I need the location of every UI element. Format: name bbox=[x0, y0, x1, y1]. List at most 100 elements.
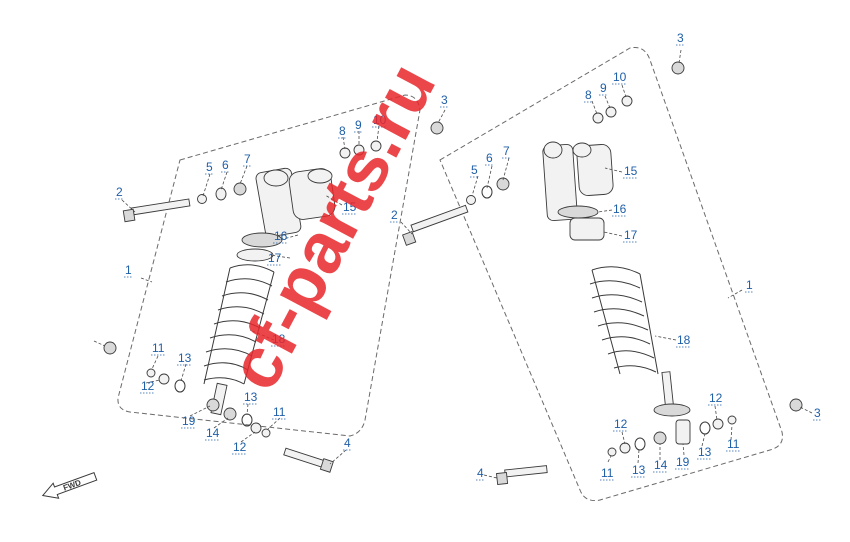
right-callout-7: 7 bbox=[502, 144, 510, 159]
right-callout-13: 13 bbox=[697, 445, 712, 460]
right-bolt-2 bbox=[402, 204, 469, 246]
right-callout-number: 18 bbox=[677, 333, 691, 347]
left-callout-12: 12 bbox=[232, 440, 247, 455]
left-washer-5 bbox=[197, 194, 207, 204]
left-callout-number: 18 bbox=[272, 332, 286, 346]
right-callout-number: 1 bbox=[746, 278, 753, 292]
right-callout-9: 9 bbox=[599, 81, 607, 96]
left-nut-3-upper bbox=[430, 121, 444, 135]
left-callout-11: 11 bbox=[272, 405, 287, 420]
left-callout-9: 9 bbox=[354, 118, 362, 133]
right-washer-5 bbox=[466, 195, 476, 205]
left-callout-16: 16 bbox=[273, 229, 288, 244]
left-callout-number: 1 bbox=[125, 263, 132, 277]
left-nut-3-lower bbox=[103, 341, 117, 355]
right-callout-number: 2 bbox=[391, 208, 398, 222]
right-oring-13b bbox=[699, 421, 711, 435]
left-callout-number: 12 bbox=[233, 440, 247, 454]
left-collar-10 bbox=[370, 140, 382, 152]
right-assembly-frame bbox=[439, 47, 783, 501]
right-callout-5: 5 bbox=[470, 163, 478, 178]
right-callout-6: 6 bbox=[485, 151, 493, 166]
right-callout-number: 12 bbox=[709, 391, 723, 405]
left-collar-11b bbox=[261, 428, 271, 438]
left-lower-eye bbox=[206, 398, 220, 412]
right-lower-eye bbox=[675, 419, 691, 445]
left-callout-15: 15 bbox=[342, 200, 357, 215]
left-callout-number: 9 bbox=[355, 118, 362, 132]
right-callout-14: 14 bbox=[653, 458, 668, 473]
right-seal-12a bbox=[619, 442, 631, 454]
right-callout-number: 11 bbox=[601, 466, 614, 480]
right-callout-12: 12 bbox=[708, 391, 723, 406]
left-callout-number: 14 bbox=[206, 426, 220, 440]
left-oring-6 bbox=[215, 187, 227, 201]
right-nut-7 bbox=[496, 177, 510, 191]
right-callout-number: 3 bbox=[814, 406, 821, 420]
left-callout-number: 8 bbox=[339, 124, 346, 138]
right-callout-number: 13 bbox=[698, 445, 712, 459]
left-callout-18: 18 bbox=[271, 332, 286, 347]
right-callout-number: 5 bbox=[471, 163, 478, 177]
left-callout-number: 13 bbox=[244, 390, 258, 404]
left-assembly-frame bbox=[117, 94, 421, 437]
right-callout-18: 18 bbox=[676, 333, 691, 348]
left-callout-5: 5 bbox=[205, 160, 213, 175]
left-callout-13: 13 bbox=[177, 351, 192, 366]
right-oring-9 bbox=[605, 106, 617, 118]
right-bearing-14 bbox=[653, 431, 667, 445]
right-callout-17: 17 bbox=[623, 228, 638, 243]
left-shock-upper-body bbox=[255, 167, 336, 238]
left-assembly bbox=[93, 94, 446, 473]
right-collar-11b bbox=[727, 415, 737, 425]
right-callout-11: 11 bbox=[600, 466, 615, 481]
right-spring-retainer bbox=[653, 403, 691, 417]
left-callout-2: 2 bbox=[115, 185, 123, 200]
left-oring-13b bbox=[241, 413, 253, 427]
right-callout-number: 16 bbox=[613, 202, 627, 216]
left-bolt-2 bbox=[122, 198, 191, 223]
left-callout-19: 19 bbox=[181, 414, 196, 429]
right-oring-8 bbox=[592, 112, 604, 124]
left-callout-number: 11 bbox=[273, 405, 286, 419]
right-callout-number: 8 bbox=[585, 88, 592, 102]
left-callout-number: 10 bbox=[373, 113, 387, 127]
left-callout-11: 11 bbox=[151, 341, 166, 356]
left-oring-9 bbox=[353, 144, 365, 156]
left-callout-4: 4 bbox=[343, 436, 351, 451]
left-callout-number: 17 bbox=[268, 251, 282, 265]
right-callout-2: 2 bbox=[390, 208, 398, 223]
left-callout-number: 19 bbox=[182, 414, 196, 428]
right-nut-3-lower bbox=[789, 398, 803, 412]
right-callout-number: 4 bbox=[477, 466, 484, 480]
right-callout-4: 4 bbox=[476, 466, 484, 481]
right-callout-number: 11 bbox=[727, 437, 740, 451]
left-callout-12: 12 bbox=[140, 379, 155, 394]
left-bolt-4 bbox=[283, 447, 334, 473]
right-callout-12: 12 bbox=[613, 417, 628, 432]
right-shock-upper-body bbox=[542, 141, 614, 221]
left-nut-7 bbox=[233, 182, 247, 196]
right-callout-number: 6 bbox=[486, 151, 493, 165]
right-callout-3: 3 bbox=[813, 406, 821, 421]
right-collar-11a bbox=[607, 447, 617, 457]
left-spring-seat bbox=[236, 248, 274, 262]
left-callout-number: 2 bbox=[116, 185, 123, 199]
left-callout-number: 6 bbox=[222, 158, 229, 172]
left-seal-12b bbox=[250, 422, 262, 434]
left-callout-number: 4 bbox=[344, 436, 351, 450]
left-coil-spring bbox=[203, 264, 275, 385]
left-callout-6: 6 bbox=[221, 158, 229, 173]
left-bearing-14 bbox=[223, 407, 237, 421]
left-callout-1: 1 bbox=[124, 263, 132, 278]
right-callout-number: 13 bbox=[632, 463, 646, 477]
left-callout-number: 12 bbox=[141, 379, 155, 393]
right-collar-10 bbox=[621, 95, 633, 107]
right-spring-seat bbox=[569, 217, 605, 241]
right-callout-11: 11 bbox=[726, 437, 741, 452]
left-callout-number: 16 bbox=[274, 229, 288, 243]
right-bolt-4 bbox=[496, 465, 548, 485]
